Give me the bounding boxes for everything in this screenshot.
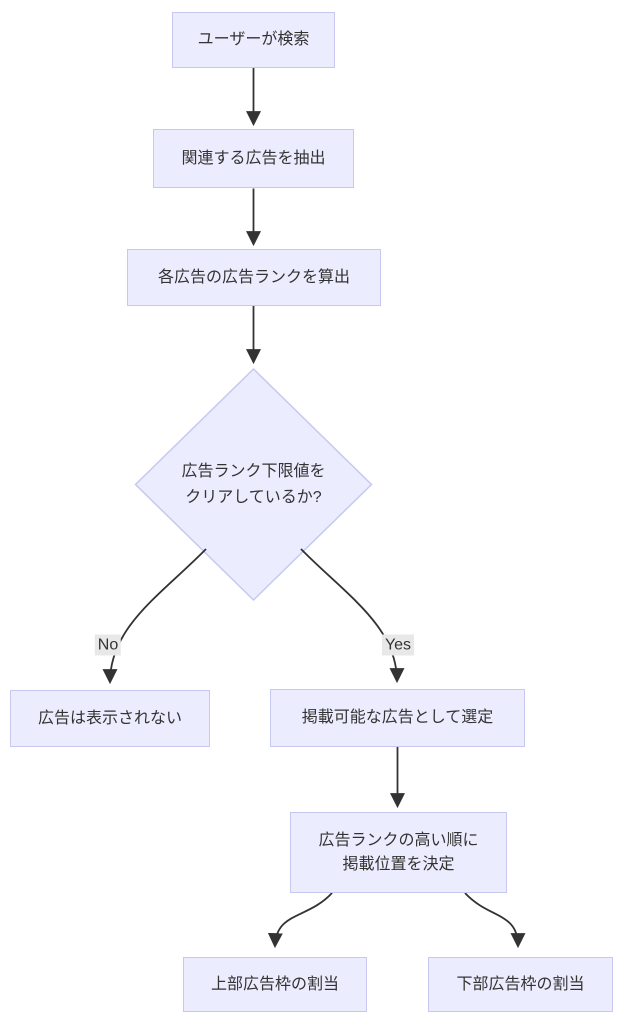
node-bottom-ad-slot: 下部広告枠の割当 bbox=[428, 957, 613, 1012]
node-rank-threshold-decision: 広告ランク下限値を クリアしているか? bbox=[181, 463, 326, 506]
node-top-ad-slot: 上部広告枠の割当 bbox=[183, 957, 367, 1012]
edge-label-no: No bbox=[94, 634, 122, 656]
edge-position-to-bottom-slot bbox=[464, 892, 526, 949]
edge-label-yes: Yes bbox=[381, 634, 415, 656]
node-extract-ads: 関連する広告を抽出 bbox=[153, 129, 354, 188]
edge-decision-no bbox=[102, 548, 207, 685]
node-selected-ads: 掲載可能な広告として選定 bbox=[270, 689, 525, 747]
node-calc-ad-rank: 各広告の広告ランクを算出 bbox=[127, 249, 381, 306]
node-ad-not-displayed: 広告は表示されない bbox=[10, 690, 210, 747]
edge-decision-yes bbox=[300, 548, 405, 684]
node-user-search: ユーザーが検索 bbox=[172, 12, 335, 68]
decision-diamond-shape bbox=[134, 367, 373, 602]
node-decide-position: 広告ランクの高い順に 掲載位置を決定 bbox=[290, 812, 507, 893]
edge-position-to-top-slot bbox=[267, 892, 333, 949]
